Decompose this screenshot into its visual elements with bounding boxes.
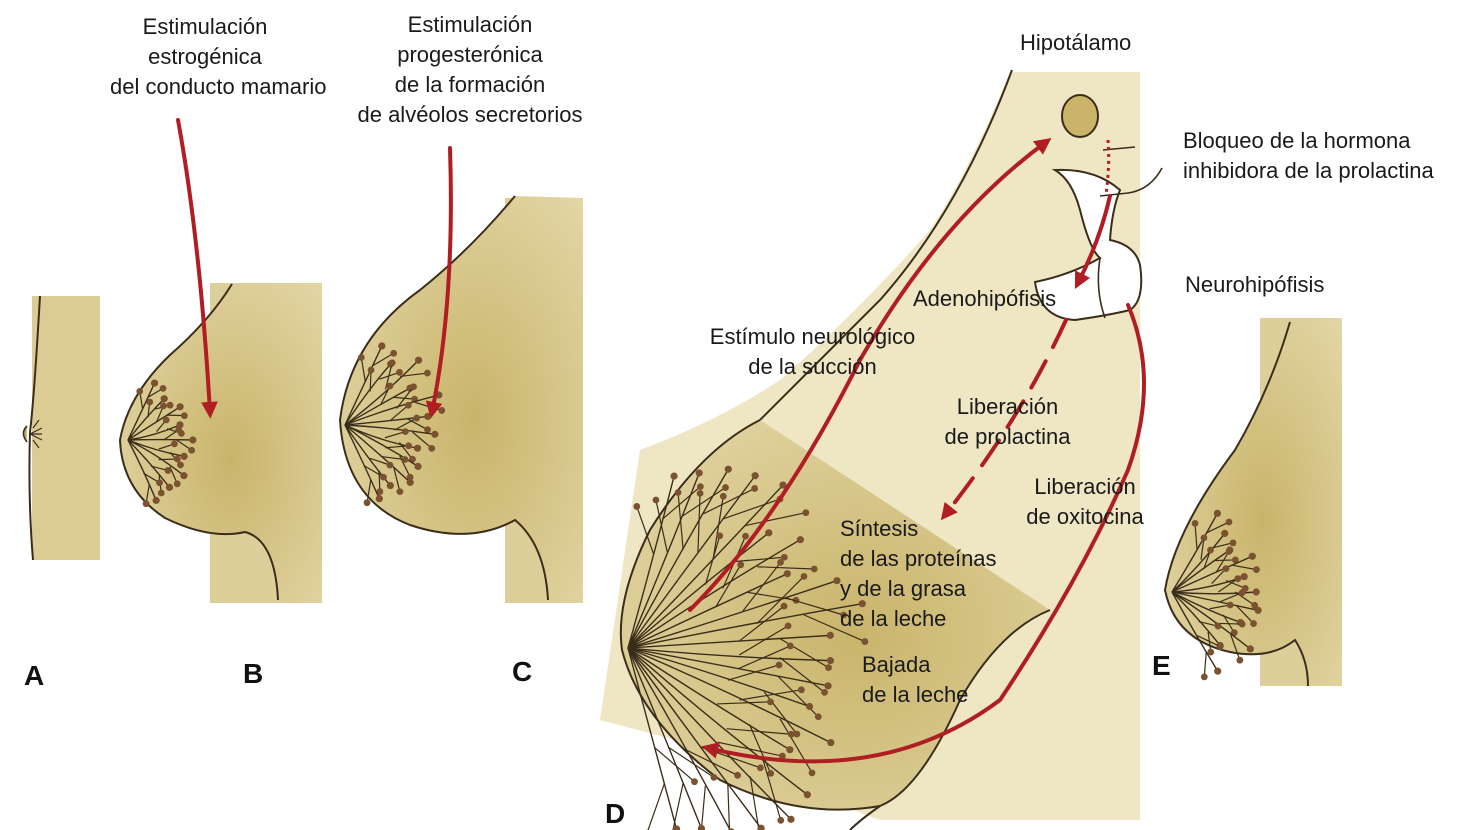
label-milk-synthesis: Síntesis de las proteínas y de la grasa … <box>840 514 997 634</box>
panel-letter-e: E <box>1152 650 1171 682</box>
label-suckling: Estímulo neurológico de la succión <box>695 322 930 382</box>
panel-letter-c: C <box>512 656 532 688</box>
panel-b-breast <box>120 283 322 603</box>
label-oxytocin-release: Liberación de oxitocina <box>1015 472 1155 532</box>
panel-letter-a: A <box>24 660 44 692</box>
label-milk-letdown: Bajada de la leche <box>862 650 968 710</box>
panel-letter-b: B <box>243 658 263 690</box>
label-prolactin-release: Liberación de prolactina <box>935 392 1080 452</box>
label-adenohypophysis: Adenohipófisis <box>913 284 1056 314</box>
panel-a-chest <box>24 296 101 560</box>
caption-estrogen: Estimulación estrogénica del conducto ma… <box>110 12 300 102</box>
label-hypothalamus: Hipotálamo <box>1020 28 1131 58</box>
panel-e-breast <box>1165 318 1342 686</box>
label-neurohypophysis: Neurohipófisis <box>1185 270 1324 300</box>
panel-letter-d: D <box>605 798 625 830</box>
label-prolactin-block: Bloqueo de la hormona inhibidora de la p… <box>1183 126 1434 186</box>
caption-progesterone: Estimulación progesterónica de la formac… <box>350 10 590 130</box>
